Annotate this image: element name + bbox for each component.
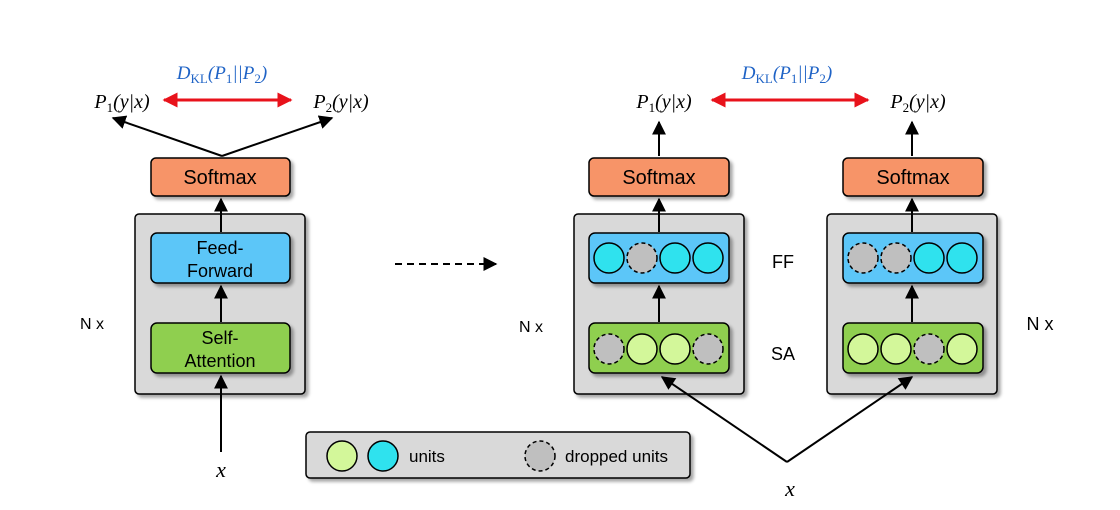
arrow-input-to-b: [786, 376, 914, 463]
dropped-unit: [880, 242, 912, 274]
repeat-label-a: N x: [519, 319, 543, 336]
output-p1-right: P1(y|x): [635, 91, 692, 115]
input-x-left: x: [215, 457, 226, 482]
active-unit: [880, 333, 912, 365]
dropped-unit: [626, 242, 658, 274]
legend-units-label: units: [409, 447, 445, 466]
legend-box: [305, 431, 691, 479]
kl-divergence-label-left: DKL(P1||P2): [176, 63, 267, 86]
legend-dropped-label: dropped units: [565, 447, 668, 466]
active-unit: [946, 333, 978, 365]
ff-units-b: [847, 242, 978, 274]
softmax-box-b: [842, 157, 984, 197]
active-unit: [626, 333, 658, 365]
softmax-label-left: Softmax: [183, 167, 256, 189]
softmax-box-left: [150, 157, 291, 197]
active-unit: [593, 242, 625, 274]
active-unit: [847, 333, 879, 365]
legend-dropped-unit-icon: [524, 440, 556, 472]
ff-layer-label: FF: [772, 252, 794, 272]
softmax-label-b: Softmax: [876, 167, 949, 189]
active-unit: [659, 333, 691, 365]
active-unit: [946, 242, 978, 274]
sub-model-a: Softmax N x: [519, 120, 745, 395]
arrow-input-to-a: [660, 376, 788, 463]
ff-box-b: [842, 232, 984, 284]
active-unit: [659, 242, 691, 274]
ff-label-line2-left: Forward: [187, 261, 253, 281]
input-x-right: x: [784, 476, 795, 501]
output-p1-left: P1(y|x): [93, 91, 150, 115]
left-model: DKL(P1||P2) P1(y|x) P2(y|x) Softmax Feed…: [80, 63, 369, 482]
sub-model-b: Softmax N x: [826, 120, 1054, 395]
right-models: DKL(P1||P2) P1(y|x) P2(y|x) Softmax N x …: [519, 63, 1054, 501]
feed-forward-box-left: [150, 232, 291, 284]
ff-label-line1-left: Feed-: [196, 238, 243, 258]
softmax-label-a: Softmax: [622, 167, 695, 189]
sa-box-b: [842, 322, 984, 374]
sa-units-b: [847, 333, 978, 365]
legend-unit-ff-icon: [367, 440, 399, 472]
output-p2-right: P2(y|x): [889, 91, 946, 115]
self-attention-box-left: [150, 322, 291, 374]
dropped-unit: [847, 242, 879, 274]
active-unit: [692, 242, 724, 274]
active-unit: [913, 242, 945, 274]
legend: units dropped units: [305, 431, 691, 479]
sa-units-a: [593, 333, 724, 365]
ff-box-a: [588, 232, 730, 284]
kl-divergence-label-right: DKL(P1||P2): [741, 63, 832, 86]
sa-label-line2-left: Attention: [184, 351, 255, 371]
softmax-box-a: [588, 157, 730, 197]
legend-unit-sa-icon: [326, 440, 358, 472]
sa-layer-label: SA: [771, 344, 795, 364]
dropped-unit: [692, 333, 724, 365]
repeat-label-left: N x: [80, 316, 104, 333]
arrow-to-p1-left: [111, 115, 223, 157]
sa-box-a: [588, 322, 730, 374]
output-p2-left: P2(y|x): [312, 91, 369, 115]
dropped-unit: [913, 333, 945, 365]
ff-units-a: [593, 242, 724, 274]
sa-label-line1-left: Self-: [201, 328, 238, 348]
repeat-label-b: N x: [1027, 314, 1054, 334]
arrow-to-p2-left: [221, 115, 334, 157]
dropped-unit: [593, 333, 625, 365]
